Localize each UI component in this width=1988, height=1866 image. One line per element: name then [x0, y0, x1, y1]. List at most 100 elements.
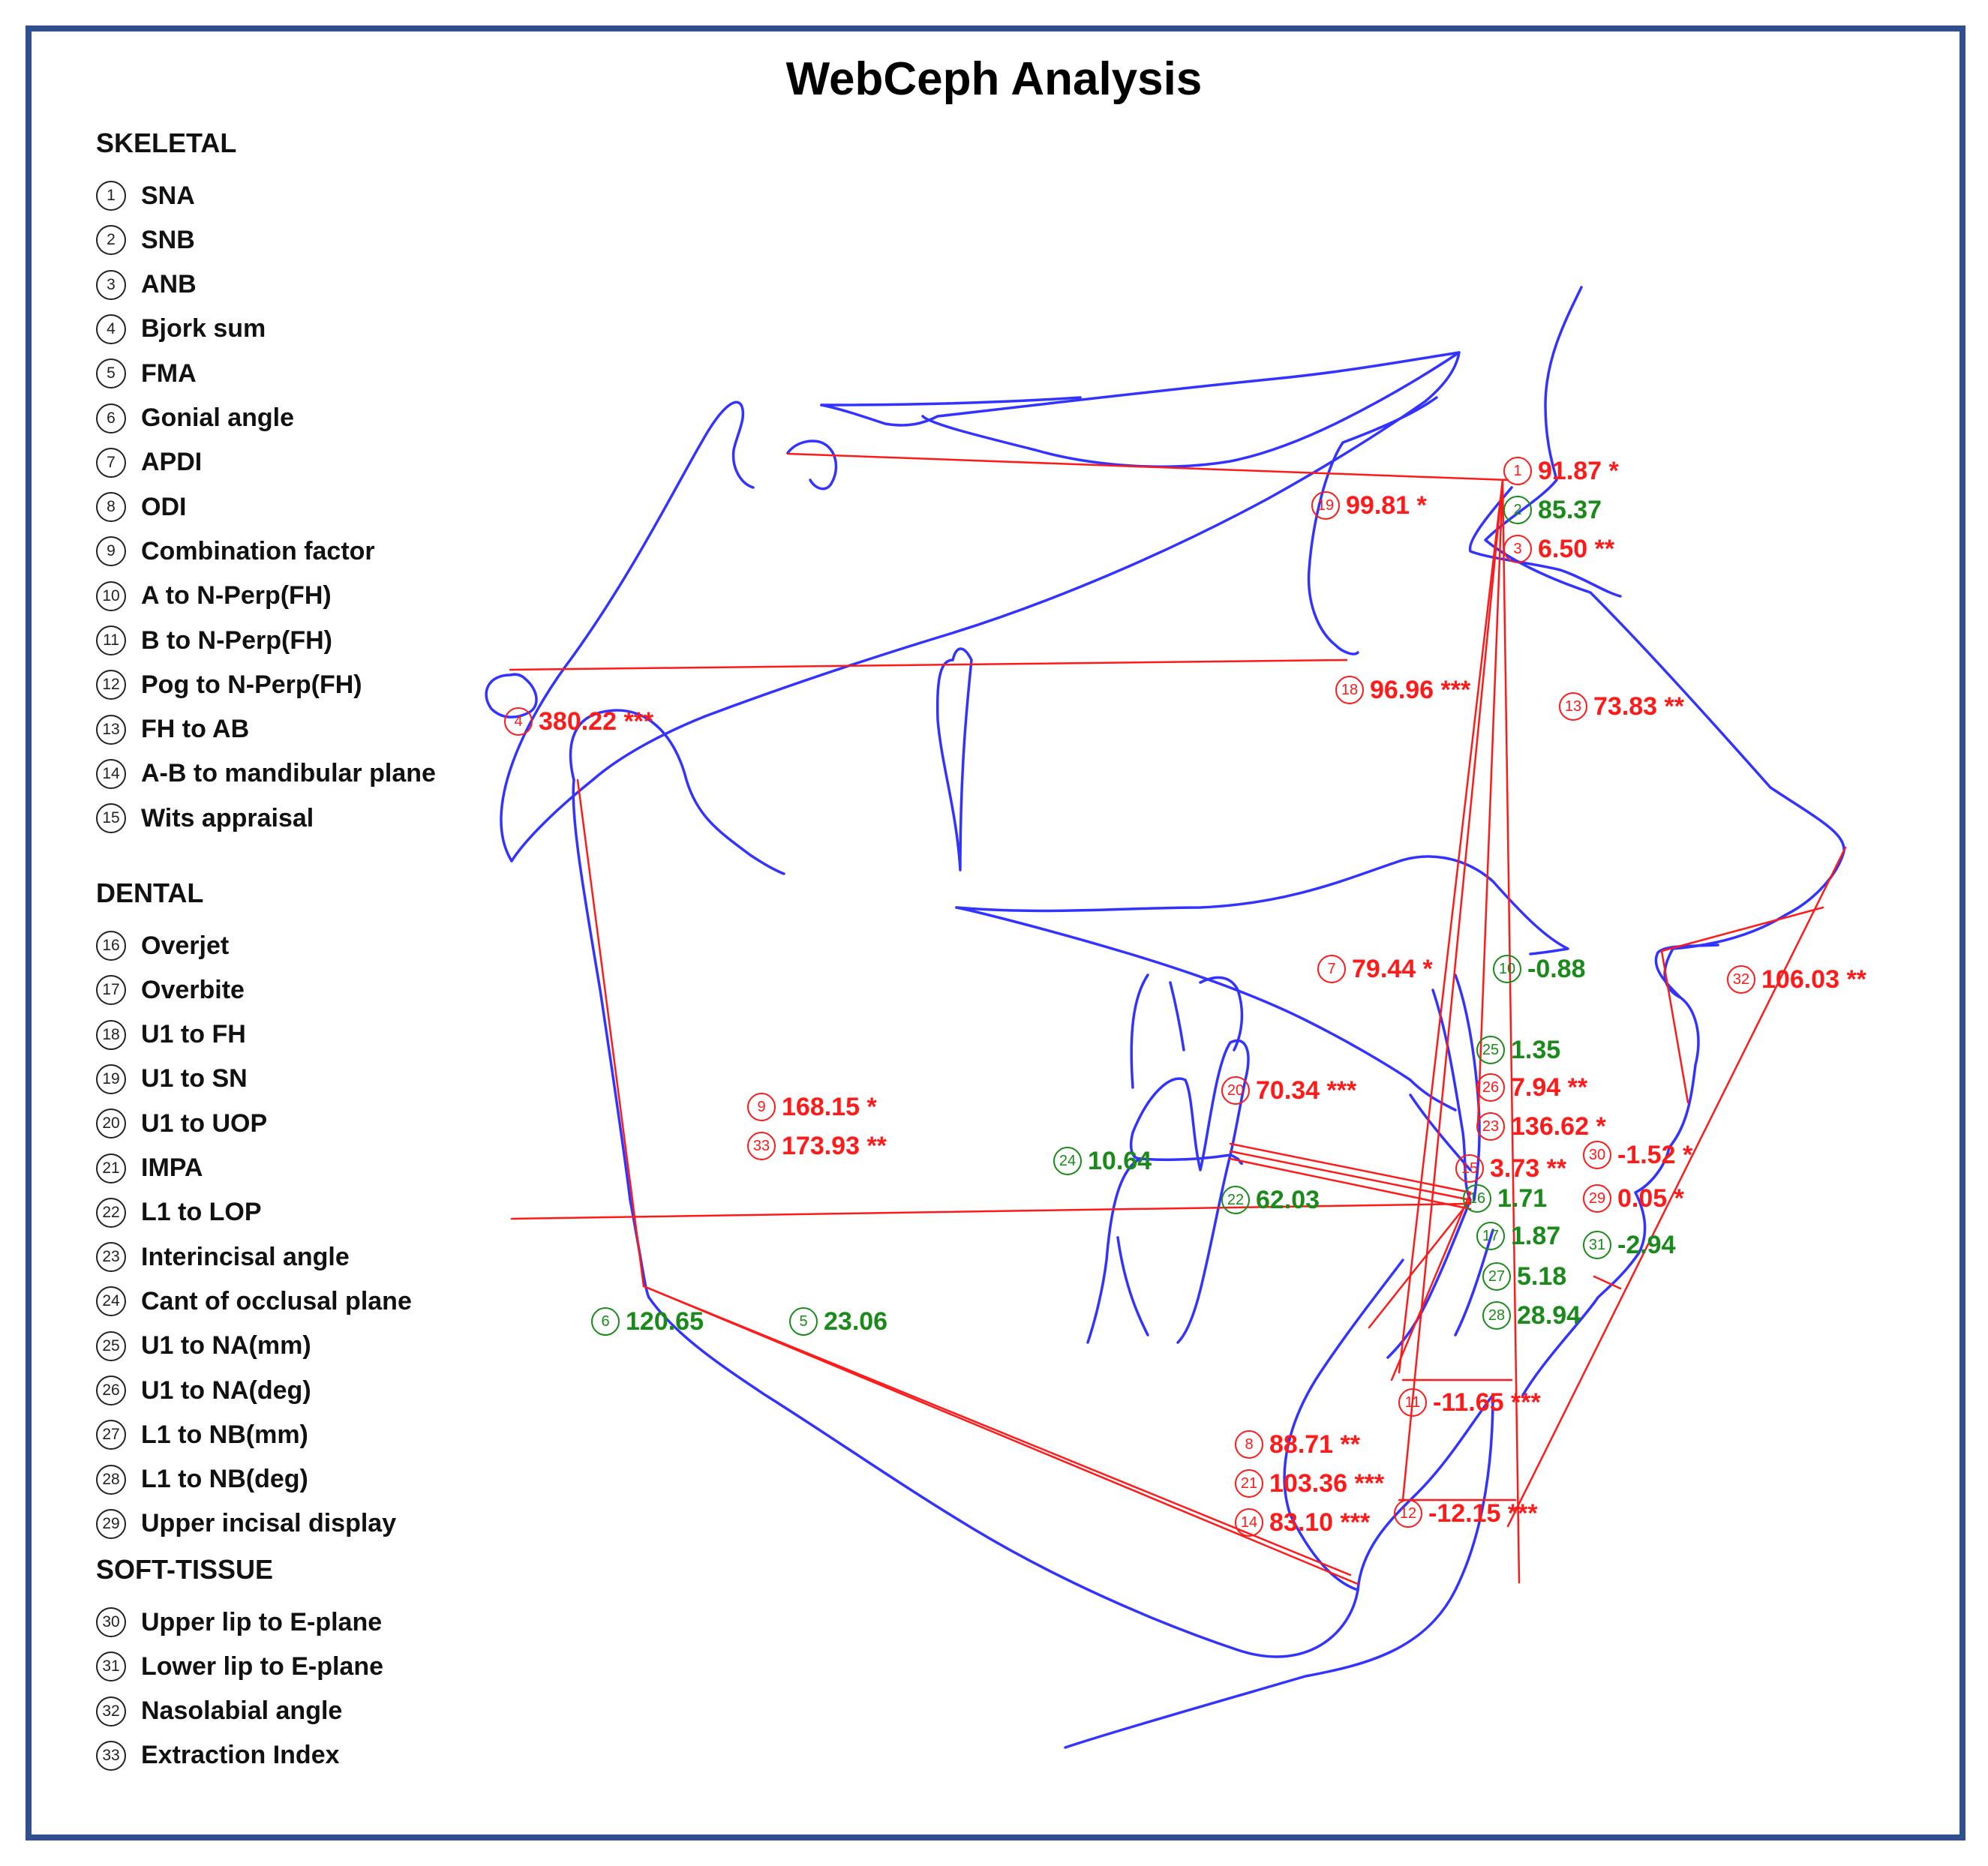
legend-item-number: 30	[96, 1607, 126, 1637]
legend-item-label: SNA	[141, 181, 195, 210]
value-7-num: 7	[1317, 955, 1346, 983]
legend-item: 25 U1 to NA(mm)	[96, 1328, 311, 1365]
legend-item-number: 10	[96, 580, 126, 611]
legend-item-number: 20	[96, 1108, 126, 1139]
legend-item-number: 18	[96, 1019, 126, 1050]
pterygoid-fissure	[935, 647, 973, 872]
n-a-line	[1476, 478, 1504, 1126]
value-15-num: 15	[1455, 1154, 1484, 1183]
mandibular-plane-2	[642, 1285, 1359, 1586]
legend-item-number: 7	[96, 447, 126, 478]
legend-item-label: B to N-Perp(FH)	[141, 626, 332, 655]
legend-item-label: Extraction Index	[141, 1741, 340, 1770]
legend-item-number: 31	[96, 1652, 126, 1682]
lower-incisor-axis	[1368, 1198, 1472, 1329]
legend-item-label: U1 to NA(mm)	[141, 1331, 311, 1360]
value-16-text: 1.71	[1497, 1184, 1548, 1213]
legend-item-number: 23	[96, 1242, 126, 1273]
value-12: 12-12.15 ***	[1394, 1497, 1538, 1530]
value-6-num: 6	[591, 1307, 620, 1336]
legend-item-label: Nasolabial angle	[141, 1696, 343, 1726]
value-1-num: 1	[1503, 457, 1532, 485]
cranial-vault-back	[500, 400, 755, 862]
nasion-bridge	[1468, 486, 1622, 598]
legend-item-number: 22	[96, 1197, 126, 1228]
value-24-num: 24	[1053, 1147, 1082, 1175]
value-2-num: 2	[1503, 496, 1532, 524]
legend-item-label: Bjork sum	[141, 314, 266, 344]
legend-item-label: A-B to mandibular plane	[141, 759, 436, 788]
value-19-num: 19	[1311, 491, 1340, 520]
value-2-text: 85.37	[1538, 495, 1602, 524]
legend-item: 1 SNA	[96, 177, 195, 214]
legend-item-number: 9	[96, 536, 126, 567]
value-22-text: 62.03	[1256, 1185, 1320, 1214]
value-32-num: 32	[1727, 965, 1755, 994]
value-10-text: -0.88	[1527, 954, 1586, 983]
legend-item-number: 21	[96, 1153, 126, 1184]
uop-line-1	[1229, 1142, 1472, 1194]
value-7-text: 79.44 *	[1352, 954, 1433, 983]
upper-molar-roots	[1130, 974, 1244, 1089]
value-19-text: 99.81 *	[1346, 490, 1427, 520]
legend-item-number: 4	[96, 314, 126, 344]
value-9-text: 168.15 *	[782, 1092, 877, 1121]
legend-item-number: 25	[96, 1330, 126, 1361]
value-4-text: 380.22 ***	[539, 706, 654, 736]
sella-turcica	[786, 440, 838, 490]
measurement-lines	[509, 452, 1847, 1586]
legend-item-number: 12	[96, 670, 126, 700]
nasolabial-columella	[1660, 906, 1824, 952]
legend-item-number: 1	[96, 181, 126, 211]
n-perp-line	[1501, 478, 1521, 1584]
value-33-num: 33	[747, 1132, 776, 1160]
legend-section-title: DENTAL	[96, 878, 204, 908]
value-20-num: 20	[1221, 1076, 1250, 1105]
legend-item-label: Gonial angle	[141, 404, 295, 432]
legend-item-label: Upper lip to E-plane	[141, 1607, 383, 1636]
legend-item-number: 29	[96, 1508, 126, 1539]
value-14-num: 14	[1235, 1508, 1263, 1537]
value-30-num: 30	[1583, 1141, 1611, 1169]
value-8-text: 88.71 **	[1269, 1430, 1360, 1459]
value-20-text: 70.34 ***	[1256, 1076, 1357, 1105]
value-31-num: 31	[1583, 1231, 1611, 1259]
legend-item-number: 24	[96, 1286, 126, 1317]
value-31-text: -2.94	[1617, 1230, 1676, 1259]
legend-item-label: U1 to FH	[141, 1020, 246, 1049]
wits-a	[1390, 1191, 1472, 1382]
value-18-text: 96.96 ***	[1370, 675, 1471, 704]
legend-section-title: SOFT-TISSUE	[96, 1554, 274, 1585]
legend-item-label: Wits appraisal	[141, 803, 314, 832]
value-29-num: 29	[1583, 1184, 1611, 1213]
legend-item-number: 13	[96, 714, 126, 745]
legend-item: 4 Bjork sum	[96, 310, 266, 348]
value-13-num: 13	[1559, 692, 1587, 721]
value-12-num: 12	[1394, 1499, 1422, 1528]
soft-tissue-chin	[1064, 1394, 1494, 1749]
legend-item-number: 3	[96, 269, 126, 300]
legend-item-number: 32	[96, 1696, 126, 1726]
